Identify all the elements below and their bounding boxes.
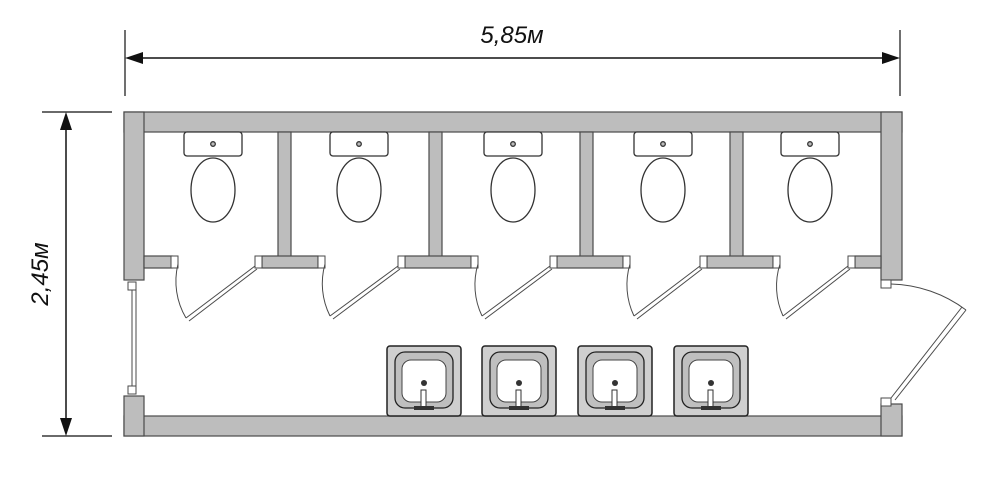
toilets	[183, 131, 840, 223]
front-wall-1	[261, 255, 319, 269]
height-dimension: 2,45м	[27, 111, 112, 437]
front-wall-3	[556, 255, 624, 269]
left-window	[127, 281, 137, 395]
partitions	[143, 131, 882, 269]
stall-door-1	[170, 255, 263, 322]
sink-3	[577, 345, 653, 417]
stall-doors	[170, 255, 856, 322]
right-wall-upper	[880, 111, 903, 281]
front-wall-4	[706, 255, 774, 269]
entrance-door	[880, 279, 967, 407]
top-wall	[123, 111, 903, 133]
width-dimension: 5,85м	[124, 22, 901, 96]
toilet-3	[483, 131, 543, 223]
stall-door-5	[772, 255, 856, 320]
stall-door-4	[622, 255, 708, 320]
toilet-4	[633, 131, 693, 223]
sinks	[386, 345, 749, 417]
left-wall-upper	[123, 111, 145, 281]
stall-door-2	[317, 255, 406, 320]
partition-4	[729, 131, 744, 259]
sink-4	[673, 345, 749, 417]
right-wall-lower	[880, 403, 903, 437]
partition-1	[277, 131, 292, 259]
sink-2	[481, 345, 557, 417]
partition-3	[579, 131, 594, 259]
width-label: 5,85м	[480, 22, 543, 49]
partition-2	[428, 131, 443, 259]
toilet-1	[183, 131, 243, 223]
front-wall-2	[404, 255, 472, 269]
front-wall-5	[854, 255, 882, 269]
bottom-wall	[123, 415, 903, 437]
walls	[123, 111, 903, 437]
stall-door-3	[470, 255, 558, 320]
height-label: 2,45м	[27, 242, 54, 306]
left-wall-lower	[123, 395, 145, 437]
sink-1	[386, 345, 462, 417]
front-wall-0	[143, 255, 173, 269]
toilet-5	[780, 131, 840, 223]
toilet-2	[329, 131, 389, 223]
